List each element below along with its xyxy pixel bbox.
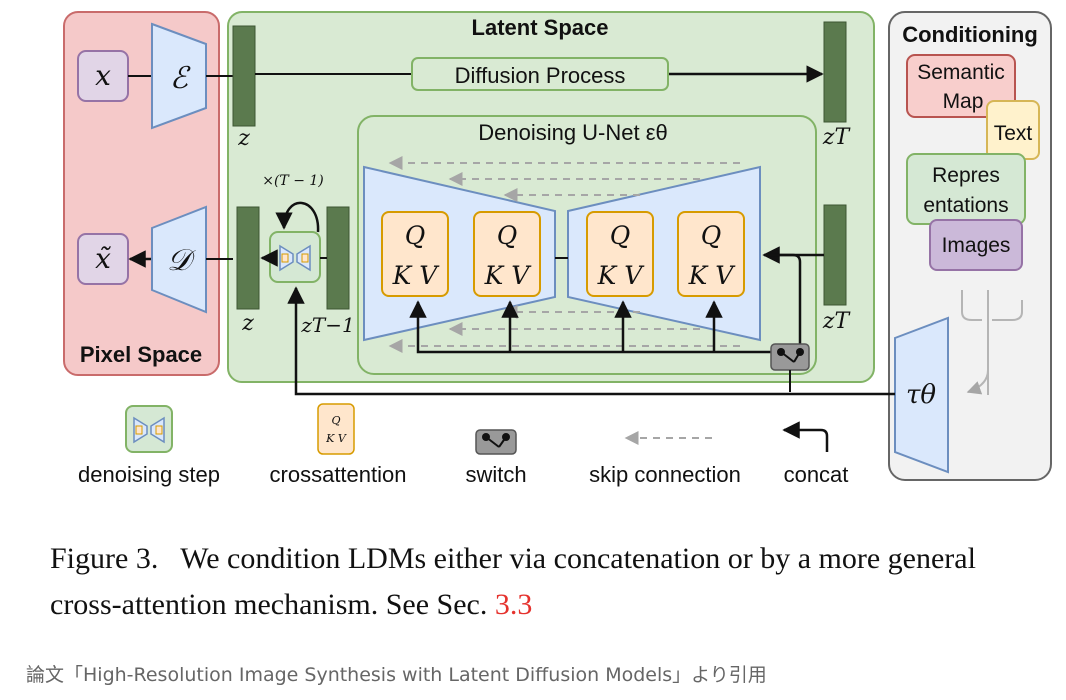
caption-prefix: Figure 3. [50,542,159,575]
qkv-q-label: Q [610,221,631,250]
qkv-kv-label: K V [597,261,646,290]
tau-encoder-label: τθ [906,380,936,410]
diffusion-process-label: Diffusion Process [455,63,626,88]
source-note: 論文「High-Resolution Image Synthesis with … [26,664,767,686]
zT-bottom-label: zT [822,309,852,334]
qkv-q-label: Q [405,221,426,250]
semantic-map-line2: Map [943,90,984,113]
z-top-bar [232,25,256,127]
qkv-block-3: Q K V [586,211,654,297]
images-box [929,219,1023,271]
legend: denoising step Q K V crossattention swit… [78,403,849,487]
qkv-block-1: Q K V [381,211,449,297]
semantic-map-box [906,54,1016,118]
legend-concat-label: concat [784,462,849,487]
qkv-block-4: Q K V [677,211,745,297]
legend-denoising-step-label: denoising step [78,462,220,487]
loop-arrow [275,201,320,233]
x-input-label: x [95,59,111,92]
denoising-step-block [269,231,321,283]
switch-icon [770,343,810,371]
images-label: Images [942,234,1011,257]
zT-minus-1-bar [326,206,350,310]
qkv-kv-label: K V [688,261,737,290]
tau-encoder-trapezoid [894,316,949,474]
zT-minus-1-label: zT−1 [300,313,354,337]
skip-connections [388,156,740,353]
conditioning-merge-lines [961,290,1023,395]
crossattention-feed-lines [409,300,780,354]
diffusion-process-box [411,57,669,91]
encoder-label: ℰ [170,62,191,95]
representations-line1: Repres [932,164,1000,187]
unet-label: Denoising U-Net εθ [478,120,668,145]
qkv-block-2: Q K V [473,211,541,297]
z-top-label: z [237,126,250,151]
conditioning-label: Conditioning [902,22,1038,47]
x-tilde-output-label: x̃ [95,242,111,275]
zT-top-bar [823,21,847,123]
text-label: Text [994,122,1033,145]
semantic-map-line1: Semantic [917,61,1005,84]
qkv-q-label: Q [701,221,722,250]
caption-section-ref[interactable]: 3.3 [494,588,533,621]
loop-times-label: ×(T − 1) [262,173,324,189]
ldm-architecture-diagram: Pixel Space Latent Space Conditioning x … [63,11,1052,487]
z-bottom-bar [236,206,260,310]
z-bottom-label: z [241,311,254,336]
legend-crossattention-label: crossattention [270,462,407,487]
figure-caption: Figure 3. We condition LDMs either via c… [50,536,1050,628]
legend-switch-label: switch [465,462,526,487]
zT-top-label: zT [822,125,852,150]
legend-concat-icon [782,421,829,452]
latent-space-label: Latent Space [472,15,609,40]
representations-line2: entations [923,194,1008,217]
tau-to-denoising-line [287,286,895,396]
legend-switch-icon [475,429,517,455]
svg-text:K V: K V [325,432,347,445]
qkv-q-label: Q [497,221,518,250]
qkv-kv-label: K V [484,261,533,290]
x-tilde-output-box [77,233,129,285]
encoder-trapezoid [151,22,207,130]
pixel-space-label: Pixel Space [80,342,202,367]
concat-feed-line [766,253,802,352]
decoder-trapezoid [151,205,207,314]
legend-denoising-step-icon [125,405,173,453]
legend-crossattention-icon: Q K V [317,403,355,455]
svg-text:Q: Q [331,414,340,427]
qkv-kv-label: K V [392,261,441,290]
legend-skip-connection-label: skip connection [589,462,741,487]
zT-bottom-bar [823,204,847,306]
caption-text: We condition LDMs either via concatenati… [50,542,976,621]
